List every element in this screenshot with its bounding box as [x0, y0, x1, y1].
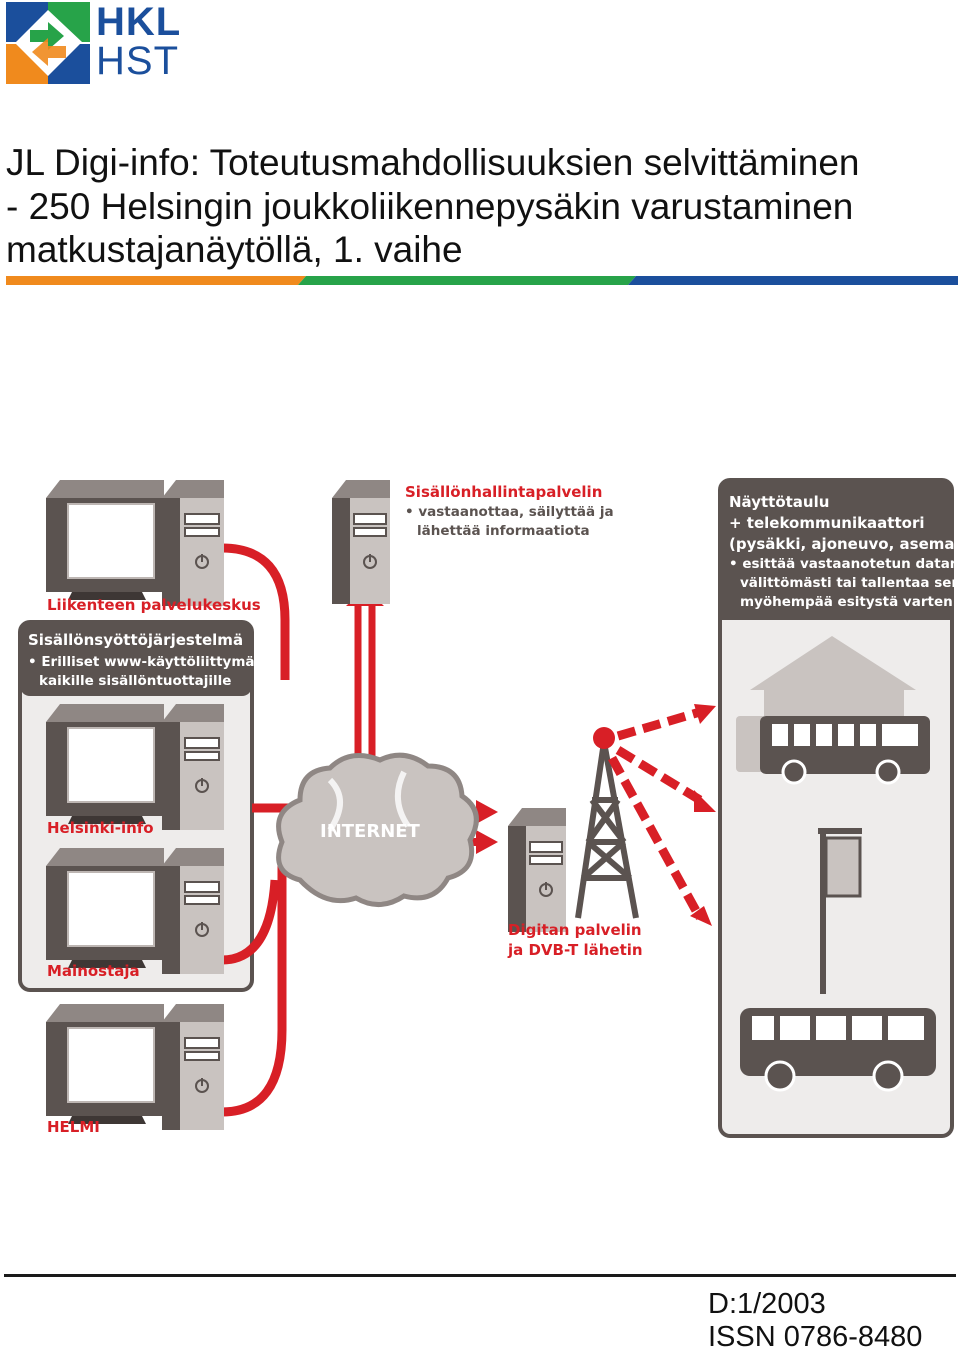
label-syotto-line2: kaikille sisällöntuottajille	[39, 673, 231, 689]
pc-mainostaja	[45, 847, 225, 975]
label-hallinta-title: Sisällönhallintapalvelin	[405, 483, 602, 501]
internet-cloud	[276, 752, 479, 907]
title-color-bar	[6, 276, 958, 285]
station-house-icon	[750, 636, 916, 716]
title-line-3: matkustajanäytöllä, 1. vaihe	[6, 229, 463, 270]
server-digita	[507, 807, 567, 933]
logo-text-hst: HST	[96, 39, 179, 83]
pc-liikennekeskus	[45, 479, 225, 607]
label-digita-line1: Digitan palvelin	[508, 921, 642, 939]
title-line-1: JL Digi-info: Toteutusmahdollisuuksien s…	[6, 142, 860, 183]
tram-icon	[736, 716, 930, 785]
label-liikennekeskus: Liikenteen palvelukeskus	[47, 596, 261, 614]
label-syotto-title: Sisällönsyöttöjärjestelmä	[28, 631, 243, 649]
label-naytto-line3: (pysäkki, ajoneuvo, asema)	[729, 535, 960, 553]
label-digita-line2: ja DVB-T lähetin	[507, 941, 643, 959]
system-diagram: Liikenteen palvelukeskus Sisällönsyöttöj…	[18, 478, 960, 1138]
title-line-2: - 250 Helsingin joukkoliikennepysäkin va…	[6, 186, 854, 227]
report-code: D:1/2003	[708, 1288, 826, 1320]
hkl-logo-mark-icon	[6, 2, 90, 84]
bus-stop-sign-icon	[818, 828, 862, 994]
label-naytto-line1: Näyttötaulu	[729, 493, 829, 511]
label-naytto-line4: • esittää vastaanotetun datan	[729, 556, 959, 572]
label-naytto-line6: myöhempää esitystä varten	[740, 594, 953, 610]
label-mainostaja: Mainostaja	[47, 962, 140, 980]
server-hallinta	[331, 479, 391, 605]
label-naytto-line5: välittömästi tai tallentaa sen	[740, 575, 960, 591]
issn-number: ISSN 0786-8480	[708, 1321, 923, 1353]
label-helmi: HELMI	[47, 1118, 100, 1136]
bus-icon	[740, 1008, 936, 1092]
logo-text-hkl: HKL	[96, 0, 182, 44]
label-naytto-line2: + telekommunikaattori	[729, 514, 925, 532]
label-hallinta-line1: • vastaanottaa, säilyttää ja	[405, 504, 614, 520]
dvb-t-mast-icon	[575, 741, 639, 919]
footer-rule	[4, 1274, 956, 1277]
pc-helsinki-info	[45, 703, 225, 831]
label-internet: INTERNET	[320, 821, 421, 842]
label-syotto-line1: • Erilliset www-käyttöliittymät	[28, 654, 262, 670]
label-helsinki-info: Helsinki-info	[47, 819, 154, 837]
pc-helmi	[45, 1003, 225, 1131]
label-hallinta-line2: lähettää informaatiota	[417, 523, 590, 539]
